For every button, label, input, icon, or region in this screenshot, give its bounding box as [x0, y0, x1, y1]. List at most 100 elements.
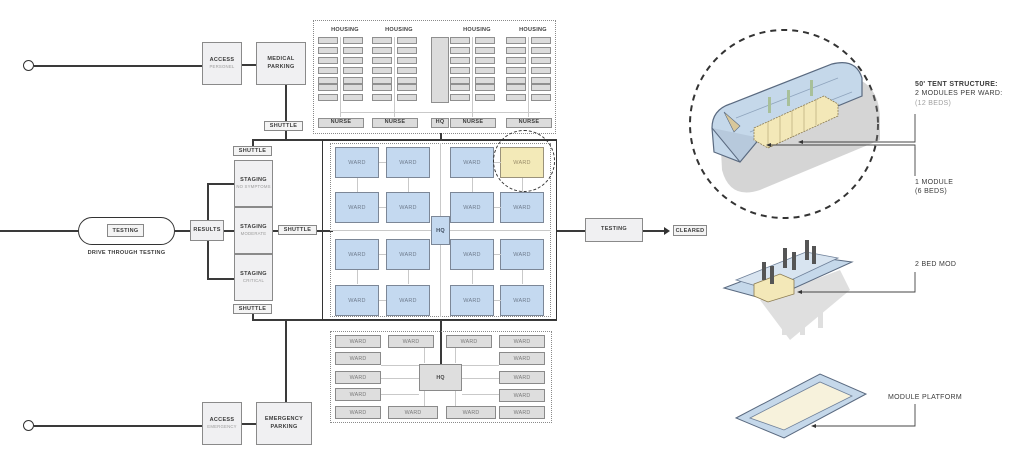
housing-unit[interactable]	[531, 77, 551, 84]
ward[interactable]: WARD	[450, 147, 494, 178]
housing-unit[interactable]	[397, 57, 417, 64]
housing-unit[interactable]	[343, 47, 363, 54]
housing-unit[interactable]	[372, 57, 392, 64]
housing-unit[interactable]	[506, 77, 526, 84]
housing-unit[interactable]	[372, 94, 392, 101]
ward[interactable]: WARD	[335, 352, 381, 365]
housing-unit[interactable]	[318, 77, 338, 84]
housing-unit[interactable]	[343, 77, 363, 84]
results-box[interactable]: RESULTS	[190, 220, 224, 241]
housing-unit[interactable]	[397, 77, 417, 84]
housing-unit[interactable]	[343, 37, 363, 44]
top-entry-node[interactable]	[23, 60, 34, 71]
shuttle-tag-top[interactable]: SHUTTLE	[264, 121, 303, 131]
ward[interactable]: WARD	[450, 285, 494, 316]
ward[interactable]: WARD	[335, 192, 379, 223]
housing-unit[interactable]	[318, 94, 338, 101]
staging-critical[interactable]: STAGING CRITICAL	[234, 254, 273, 301]
housing-unit[interactable]	[372, 67, 392, 74]
housing-unit[interactable]	[531, 94, 551, 101]
housing-unit[interactable]	[450, 94, 470, 101]
ward[interactable]: WARD	[499, 335, 545, 348]
housing-unit[interactable]	[506, 94, 526, 101]
housing-unit[interactable]	[318, 57, 338, 64]
ward[interactable]: WARD	[499, 406, 545, 419]
exit-testing-box[interactable]: TESTING	[585, 218, 643, 242]
staging-no-symptoms[interactable]: STAGING NO SYMPTOMS	[234, 160, 273, 207]
housing-unit[interactable]	[343, 94, 363, 101]
housing-unit[interactable]	[531, 67, 551, 74]
housing-unit[interactable]	[450, 57, 470, 64]
ward[interactable]: WARD	[386, 285, 430, 316]
housing-unit[interactable]	[506, 37, 526, 44]
nurse-station[interactable]: NURSE	[318, 118, 364, 128]
housing-unit[interactable]	[475, 57, 495, 64]
nurse-station[interactable]: NURSE	[450, 118, 496, 128]
housing-unit[interactable]	[318, 47, 338, 54]
staging-moderate[interactable]: STAGING MODERATE	[234, 207, 273, 254]
housing-unit[interactable]	[397, 84, 417, 91]
ward[interactable]: WARD	[335, 335, 381, 348]
ward[interactable]: WARD	[450, 192, 494, 223]
ward[interactable]: WARD	[335, 239, 379, 270]
housing-unit[interactable]	[450, 47, 470, 54]
bottom-entry-node[interactable]	[23, 420, 34, 431]
lower-hq[interactable]: HQ	[419, 364, 462, 391]
housing-unit[interactable]	[372, 37, 392, 44]
ward[interactable]: WARD	[335, 371, 381, 384]
housing-unit[interactable]	[475, 84, 495, 91]
ward[interactable]: WARD	[500, 192, 544, 223]
ward[interactable]: WARD	[386, 147, 430, 178]
housing-unit[interactable]	[475, 77, 495, 84]
ward[interactable]: WARD	[446, 406, 496, 419]
ward[interactable]: WARD	[388, 406, 438, 419]
housing-unit[interactable]	[397, 94, 417, 101]
housing-hq[interactable]: HQ	[431, 118, 449, 128]
housing-unit[interactable]	[475, 47, 495, 54]
ward[interactable]: WARD	[450, 239, 494, 270]
housing-unit[interactable]	[397, 37, 417, 44]
housing-unit[interactable]	[531, 37, 551, 44]
ward[interactable]: WARD	[335, 406, 381, 419]
housing-unit[interactable]	[372, 77, 392, 84]
housing-unit[interactable]	[475, 37, 495, 44]
housing-unit[interactable]	[506, 84, 526, 91]
drive-through-testing-tag[interactable]: TESTING	[107, 224, 144, 237]
nurse-station[interactable]: NURSE	[506, 118, 552, 128]
housing-unit[interactable]	[318, 84, 338, 91]
housing-unit[interactable]	[506, 57, 526, 64]
ward[interactable]: WARD	[499, 371, 545, 384]
access-emergency-box[interactable]: ACCESS EMERGENCY	[202, 402, 242, 445]
housing-unit[interactable]	[506, 47, 526, 54]
ward[interactable]: WARD	[386, 192, 430, 223]
housing-unit[interactable]	[531, 84, 551, 91]
housing-unit[interactable]	[506, 67, 526, 74]
housing-unit[interactable]	[475, 67, 495, 74]
housing-unit[interactable]	[450, 77, 470, 84]
shuttle-tag-staging-bottom[interactable]: SHUTTLE	[233, 304, 272, 314]
housing-unit[interactable]	[531, 57, 551, 64]
ward[interactable]: WARD	[446, 335, 492, 348]
housing-unit[interactable]	[343, 84, 363, 91]
ward[interactable]: WARD	[386, 239, 430, 270]
housing-unit[interactable]	[343, 67, 363, 74]
housing-unit[interactable]	[397, 47, 417, 54]
cleared-tag[interactable]: CLEARED	[673, 225, 707, 236]
housing-unit[interactable]	[343, 57, 363, 64]
housing-unit[interactable]	[318, 37, 338, 44]
housing-unit[interactable]	[475, 94, 495, 101]
emergency-parking-box[interactable]: EMERGENCY PARKING	[256, 402, 312, 445]
ward[interactable]: WARD	[500, 239, 544, 270]
central-hq[interactable]: HQ	[431, 216, 450, 245]
ward[interactable]: WARD	[499, 352, 545, 365]
shuttle-tag-staging-top[interactable]: SHUTTLE	[233, 146, 272, 156]
housing-unit[interactable]	[531, 47, 551, 54]
shuttle-tag-middle[interactable]: SHUTTLE	[278, 225, 317, 235]
medical-parking-box[interactable]: MEDICAL PARKING	[256, 42, 306, 85]
ward[interactable]: WARD	[388, 335, 434, 348]
housing-unit[interactable]	[372, 47, 392, 54]
housing-unit[interactable]	[450, 67, 470, 74]
ward[interactable]: WARD	[335, 388, 381, 401]
housing-hq-building[interactable]	[431, 37, 449, 103]
nurse-station[interactable]: NURSE	[372, 118, 418, 128]
